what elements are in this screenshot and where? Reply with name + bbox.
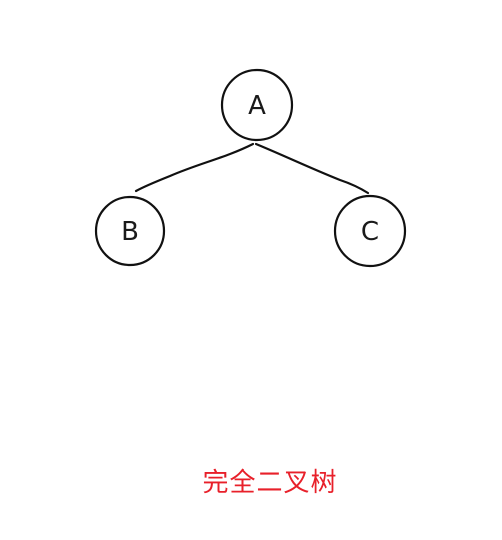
node-c-circle — [333, 194, 407, 268]
node-b-circle — [94, 195, 166, 267]
node-c: C — [333, 194, 407, 268]
node-b: B — [94, 195, 166, 267]
diagram-caption: 完全二叉树 — [202, 468, 338, 498]
edge-a-b — [134, 142, 255, 193]
edge-a-c — [254, 142, 370, 195]
node-a: A — [220, 68, 294, 142]
node-b-label: B — [121, 217, 139, 247]
node-a-label: A — [248, 91, 266, 121]
node-a-circle — [220, 68, 294, 142]
node-c-label: C — [361, 217, 379, 247]
